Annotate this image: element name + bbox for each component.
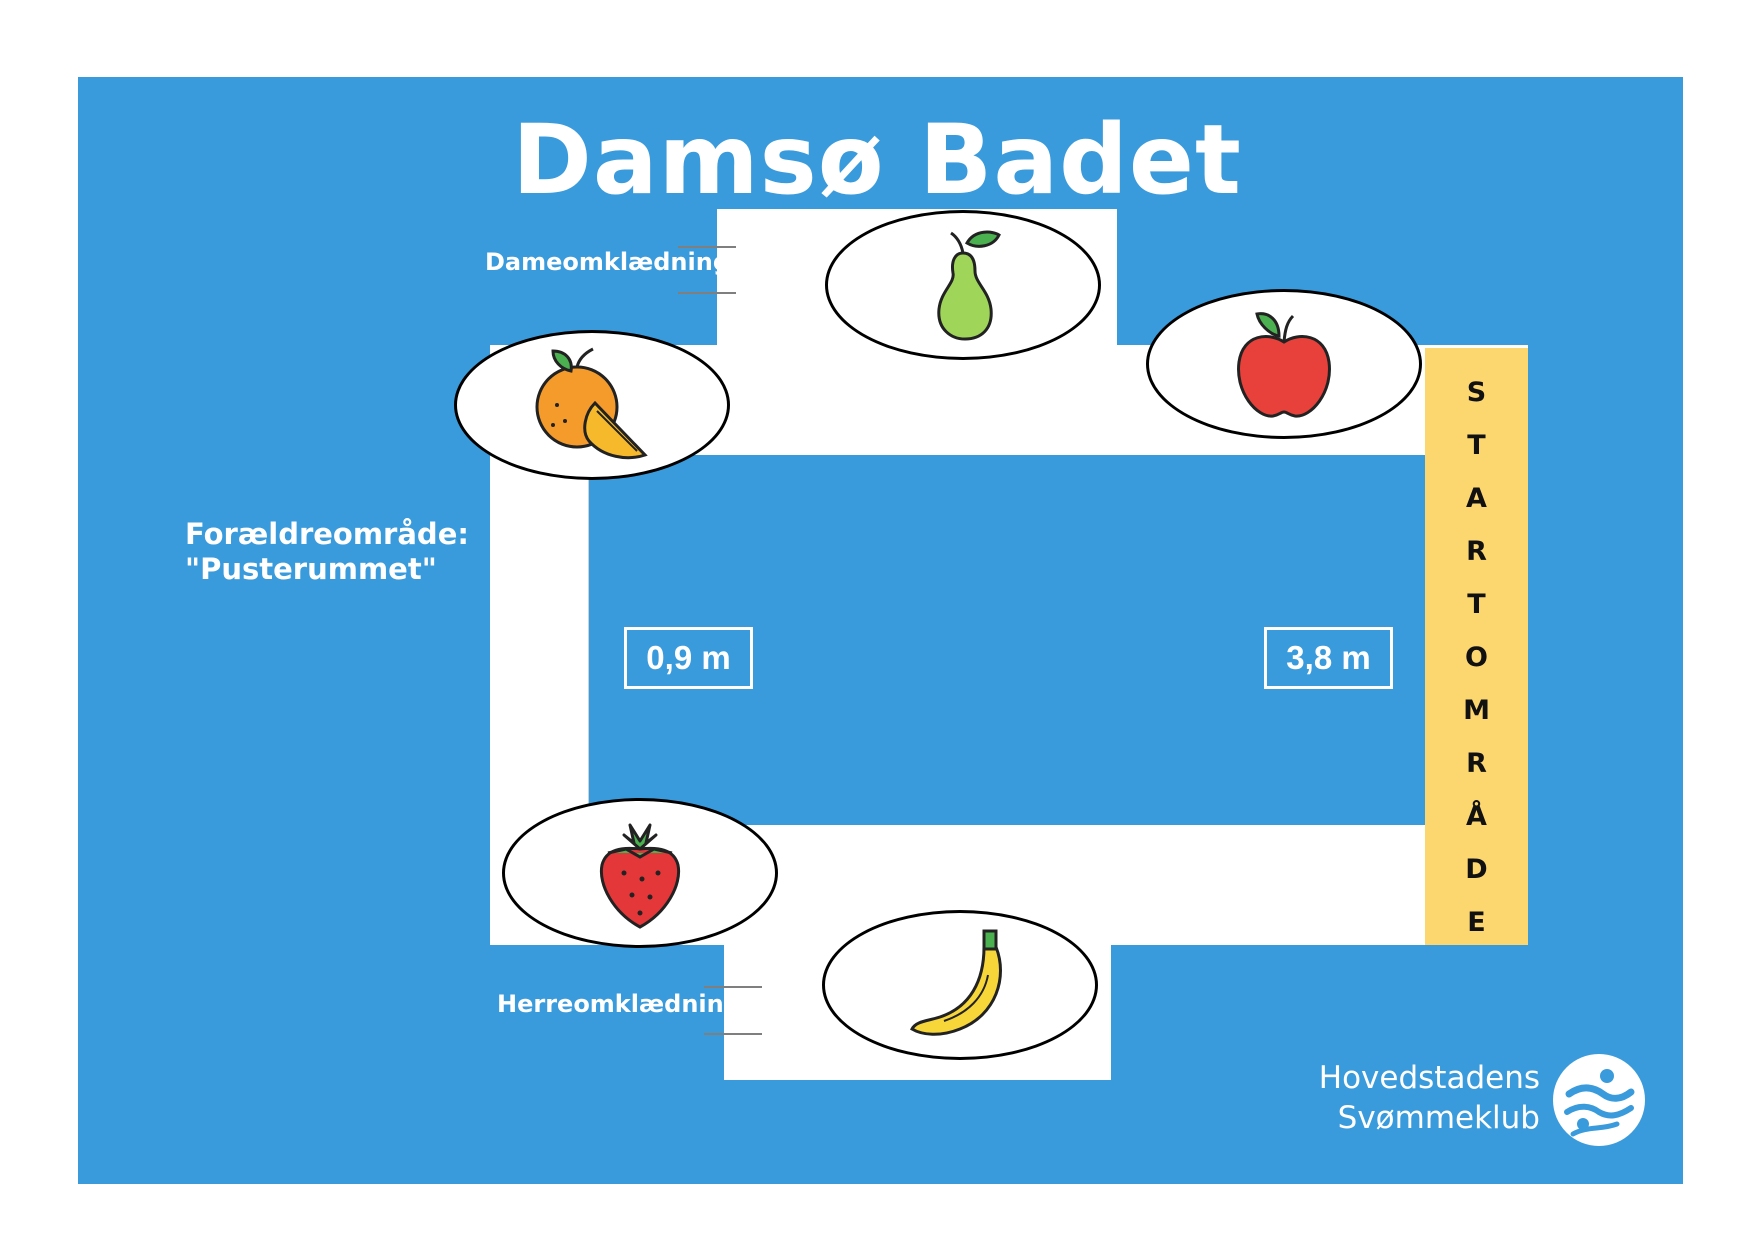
start-zone-letter: S — [1466, 377, 1487, 408]
apple-icon — [1237, 312, 1331, 418]
herre-changing-room-label: Herreomklædning — [497, 990, 741, 1018]
fruit-station-pear — [825, 210, 1101, 360]
start-zone-letter: O — [1465, 642, 1488, 673]
herre-door-tick-upper — [704, 986, 762, 988]
depth-deep-marker: 3,8 m — [1264, 627, 1393, 689]
fruit-station-apple — [1146, 289, 1422, 439]
club-name-line2: Svømmeklub — [1337, 1100, 1540, 1136]
banana-icon — [910, 929, 1002, 1036]
orange-icon — [535, 347, 648, 460]
club-logo-icon — [1553, 1054, 1645, 1146]
parents-area-title: Forældreområde: — [185, 517, 469, 551]
start-zone-letter: T — [1467, 589, 1486, 620]
parents-area-name: "Pusterummet" — [185, 552, 437, 586]
club-name-line1: Hovedstadens — [1318, 1060, 1540, 1096]
strawberry-icon — [599, 823, 681, 929]
herre-door-tick-lower — [704, 1033, 762, 1035]
start-zone-letter: R — [1466, 748, 1487, 779]
club-logo-text: Hovedstadens Svømmeklub — [1260, 1058, 1540, 1138]
start-zone-letter: D — [1465, 854, 1488, 885]
pear-icon — [937, 230, 1001, 341]
swimming-pool — [588, 455, 1426, 825]
fruit-station-strawberry — [502, 798, 778, 948]
depth-shallow-marker: 0,9 m — [624, 627, 753, 689]
start-zone-letter: Å — [1466, 801, 1487, 832]
dame-door-tick-lower — [678, 292, 736, 294]
fruit-station-banana — [822, 910, 1098, 1060]
dame-changing-room-label: Dameomklædning — [485, 248, 730, 276]
start-zone-letter: M — [1463, 695, 1490, 726]
dame-door-tick-upper — [678, 246, 736, 248]
start-zone-letter: E — [1467, 907, 1486, 938]
parents-area-label: Forældreområde: "Pusterummet" — [185, 517, 469, 587]
fruit-station-orange — [454, 330, 730, 480]
start-zone-letter: A — [1466, 483, 1487, 514]
swimmer-icon — [1564, 1069, 1635, 1137]
page-title: Damsø Badet — [512, 104, 1242, 216]
start-zone-letter: T — [1467, 430, 1486, 461]
start-zone-letter: R — [1466, 536, 1487, 567]
